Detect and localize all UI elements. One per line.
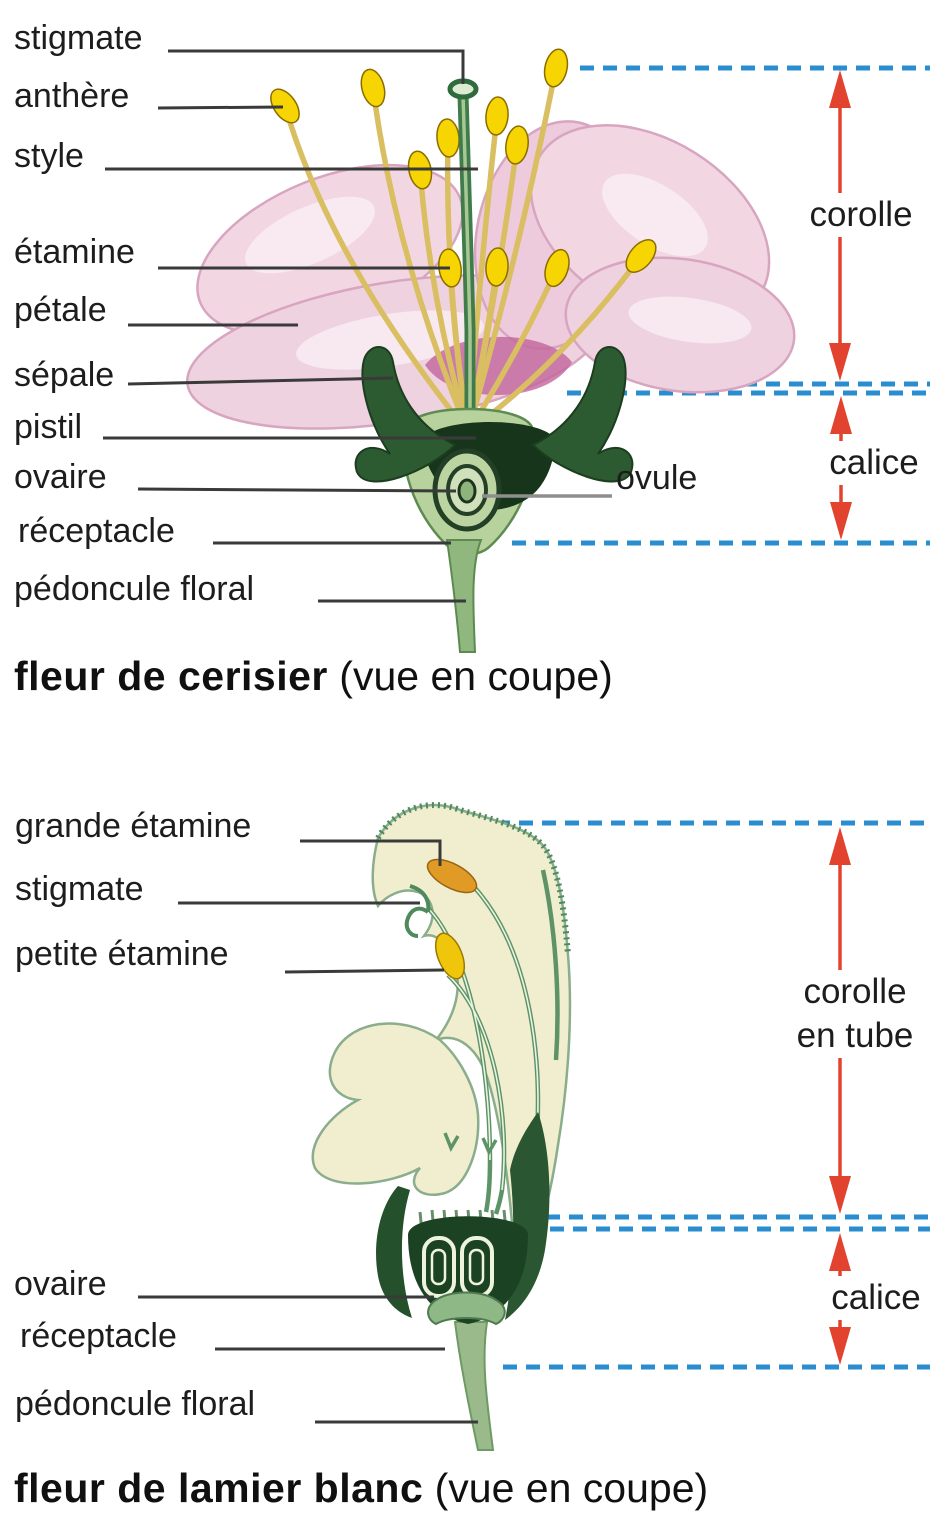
- anthers: [270, 48, 657, 288]
- ovule-loop-left: [430, 1248, 447, 1286]
- anthere-leader: [157, 105, 284, 110]
- label-receptacle2: réceptacle: [20, 1317, 177, 1355]
- caption-fig1-suffix: (vue en coupe): [339, 653, 613, 699]
- label-calice2: calice: [814, 1276, 938, 1320]
- label-pistil: pistil: [14, 408, 83, 446]
- label-sepale: sépale: [14, 356, 115, 394]
- label-grande-etamine: grande étamine: [15, 807, 252, 845]
- label-stigmate2: stigmate: [15, 870, 144, 908]
- label-pedoncule-floral2: pédoncule floral: [15, 1385, 256, 1423]
- filament-forks: [443, 1132, 498, 1156]
- label-style: style: [14, 137, 84, 175]
- label-ovaire2: ovaire: [14, 1265, 107, 1303]
- leader-lines-fig1: [103, 49, 478, 603]
- stigma-fork: [404, 884, 431, 938]
- label-receptacle: réceptacle: [18, 512, 175, 550]
- stem-fig2: [453, 1321, 495, 1451]
- petite-etamine-leader: [284, 968, 445, 974]
- label-pedoncule-floral: pédoncule floral: [14, 570, 255, 608]
- small-stamen-anther: [434, 932, 466, 980]
- label-petite-etamine: petite étamine: [15, 935, 229, 973]
- dashed-boundary-lines-fig1: [512, 65, 930, 546]
- label-ovaire: ovaire: [14, 458, 107, 496]
- ovary-loop-right: [460, 1236, 494, 1298]
- caption-fig2-title: fleur de lamier blanc: [14, 1465, 424, 1511]
- label-corolle: corolle: [790, 193, 932, 237]
- petal-highlights: [245, 173, 752, 370]
- label-calice: calice: [812, 441, 936, 485]
- label-corolle-en-tube-line1: corolle: [803, 972, 907, 1011]
- label-ovule: ovule: [616, 459, 698, 497]
- sepale-leader: [127, 376, 394, 386]
- caption-fig2-suffix: (vue en coupe): [434, 1465, 709, 1511]
- caption-fig1: fleur de cerisier (vue en coupe): [14, 652, 613, 700]
- label-corolle-en-tube: corolle en tube: [776, 970, 934, 1058]
- calyx: [376, 1112, 550, 1326]
- ovule-dot: [457, 478, 477, 504]
- receptacle-fig2: [427, 1291, 506, 1326]
- ovaire-leader: [137, 487, 457, 493]
- caption-fig1-title: fleur de cerisier: [14, 653, 328, 699]
- large-stamen-anther: [426, 858, 478, 894]
- range-arrows: [829, 70, 852, 1365]
- stem-fig1: [445, 539, 483, 653]
- label-stigmate: stigmate: [14, 19, 143, 57]
- label-petale: pétale: [14, 291, 107, 329]
- style-highlight: [461, 94, 472, 432]
- corolla-lip-lobes: [311, 1022, 480, 1196]
- deadnettle-flower-illustration: [311, 802, 572, 1451]
- ovule-loop-right: [468, 1248, 485, 1286]
- leader-lines-fig2: [138, 839, 478, 1424]
- ovary-loop-left: [422, 1236, 456, 1298]
- label-anthere: anthère: [14, 77, 130, 115]
- calyx-sepal-left: [376, 1186, 412, 1318]
- caption-fig2: fleur de lamier blanc (vue en coupe): [14, 1464, 708, 1512]
- cherry-flower-illustration: [186, 48, 796, 653]
- dashed-boundary-lines-fig2: [450, 820, 930, 1370]
- grande-etamine-leader: [300, 839, 442, 866]
- sepals: [354, 346, 634, 483]
- label-corolle-en-tube-line2: en tube: [796, 1016, 914, 1055]
- stigmate-leader: [168, 49, 465, 84]
- label-etamine: étamine: [14, 233, 135, 271]
